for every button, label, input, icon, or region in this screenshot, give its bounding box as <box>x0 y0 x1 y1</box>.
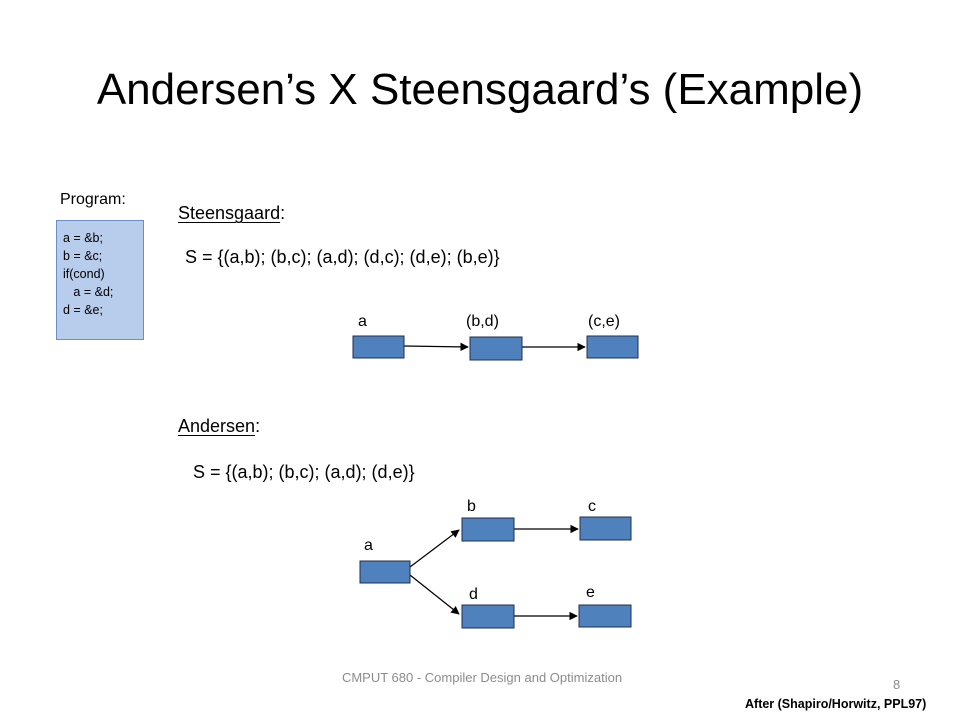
andersen-node-d <box>461 604 515 629</box>
andersen-node-c <box>579 516 632 541</box>
steensgaard-heading-text: Steensgaard <box>178 203 281 223</box>
footer-page-number: 8 <box>893 677 901 692</box>
steensgaard-node-ce <box>586 335 639 359</box>
andersen-heading-text: Andersen <box>178 416 256 436</box>
slide-title: Andersen’s X Steensgaard’s (Example) <box>96 65 864 114</box>
andersen-node-e <box>578 604 632 628</box>
code-line: a = &b; <box>63 231 103 245</box>
steensgaard-node-label-bd: (b,d) <box>466 313 499 330</box>
steensgaard-set: S = {(a,b); (b,c); (a,d); (d,c); (d,e); … <box>185 247 500 267</box>
heading-colon: : <box>280 203 286 223</box>
andersen-set: S = {(a,b); (b,c); (a,d); (d,e)} <box>193 462 415 482</box>
program-label: Program: <box>60 191 126 208</box>
footer-credit: After (Shapiro/Horwitz, PPL97) <box>745 697 927 711</box>
code-line: if(cond) <box>63 267 105 281</box>
andersen-edge-a-d <box>409 574 460 615</box>
code-line: d = &e; <box>63 303 103 317</box>
andersen-node-label-d: d <box>469 586 478 603</box>
code-line: a = &d; <box>63 285 114 299</box>
andersen-node-label-a: a <box>364 537 373 554</box>
andersen-node-a <box>359 560 411 584</box>
steensgaard-node-label-ce: (c,e) <box>588 313 620 330</box>
steensgaard-node-bd <box>469 336 523 361</box>
steensgaard-heading: Steensgaard: <box>178 203 285 224</box>
andersen-node-label-c: c <box>588 498 596 515</box>
andersen-edge-a-b <box>409 529 460 568</box>
steensgaard-edge-a-bd <box>403 342 469 352</box>
code-line: b = &c; <box>63 249 103 263</box>
andersen-heading: Andersen: <box>178 416 260 437</box>
andersen-node-label-b: b <box>467 498 476 515</box>
footer-course: CMPUT 680 - Compiler Design and Optimiza… <box>341 670 623 685</box>
andersen-node-b <box>461 517 515 542</box>
andersen-node-label-e: e <box>586 584 595 601</box>
steensgaard-node-label-a: a <box>358 313 367 330</box>
heading-colon: : <box>255 416 261 436</box>
program-code-box: a = &b; b = &c; if(cond) a = &d; d = &e; <box>56 220 144 340</box>
steensgaard-node-a <box>352 335 405 359</box>
